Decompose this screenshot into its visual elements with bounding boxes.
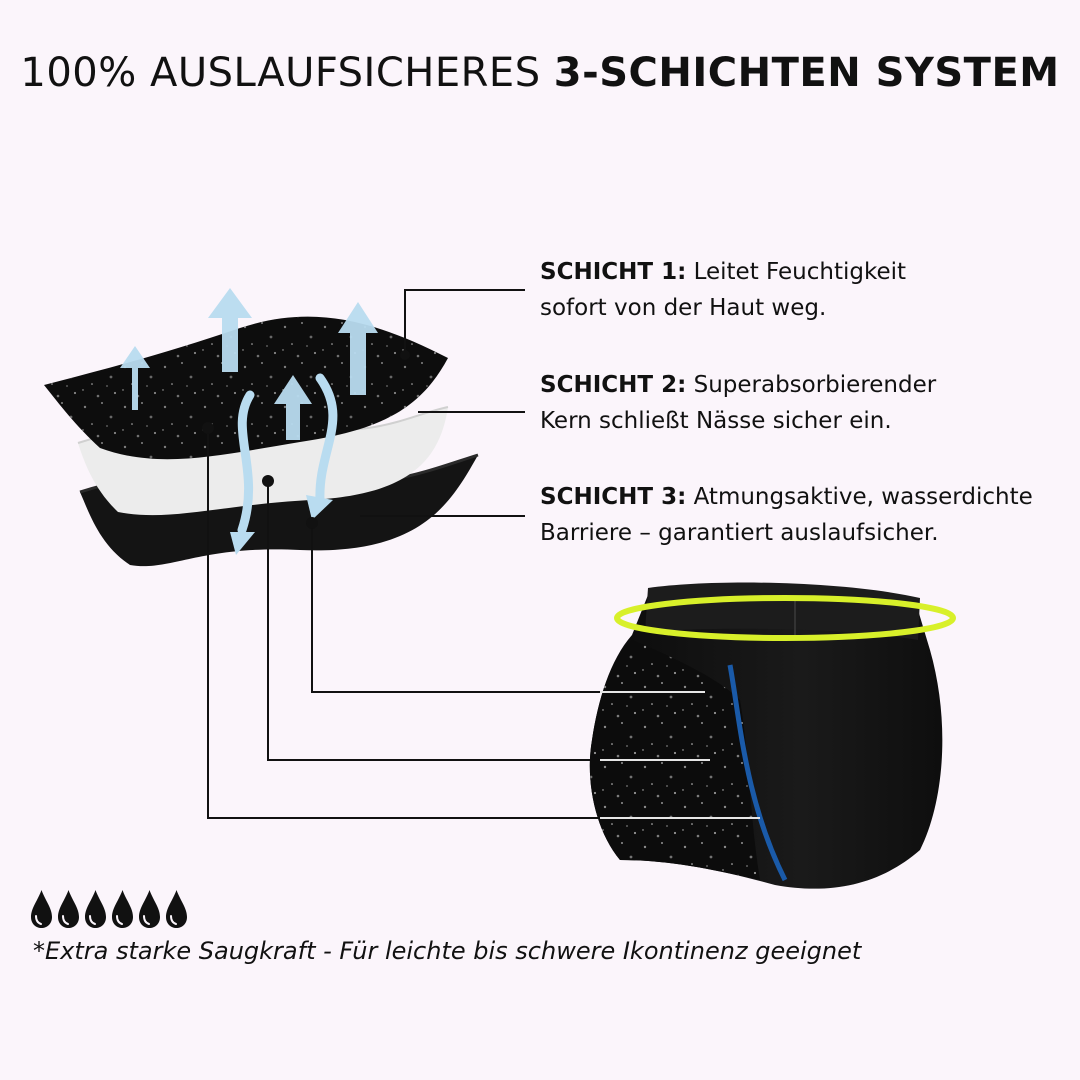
drop-icon: [139, 890, 160, 928]
layer-3-line2: Barriere – garantiert auslaufsicher.: [540, 520, 939, 546]
layer-1-head: SCHICHT 1:: [540, 259, 687, 285]
layer-1-line2: sofort von der Haut weg.: [540, 295, 827, 321]
waistband-ring: [614, 595, 956, 641]
layer-1-line1: Leitet Feuchtigkeit: [686, 259, 907, 285]
layer-3-head: SCHICHT 3:: [540, 484, 687, 510]
layer-2-line1: Superabsorbierender: [686, 372, 937, 398]
brief-illustration: [589, 582, 956, 889]
drop-icon: [58, 890, 79, 928]
layer-2-head: SCHICHT 2:: [540, 372, 687, 398]
drop-icon: [31, 890, 52, 928]
title-light: 100% AUSLAUFSICHERES: [20, 50, 554, 96]
footnote: *Extra starke Saugkraft - Für leichte bi…: [33, 937, 862, 965]
title-bold: 3-SCHICHTEN SYSTEM: [553, 50, 1060, 96]
drop-icon: [166, 890, 187, 928]
drop-icon: [85, 890, 106, 928]
up-arrow-icon: [120, 288, 378, 440]
drop-icon: [112, 890, 133, 928]
absorbency-drops: [28, 888, 190, 930]
layer-2-line2: Kern schließt Nässe sicher ein.: [540, 408, 892, 434]
wave-arrow-icon: [237, 373, 338, 535]
page-title: 100% AUSLAUFSICHERES 3-SCHICHTEN SYSTEM: [0, 50, 1080, 96]
layer-3-line1: Atmungsaktive, wasserdichte: [686, 484, 1033, 510]
layer-3-description: SCHICHT 3: Atmungsaktive, wasserdichte B…: [540, 479, 1070, 551]
layer-2-description: SCHICHT 2: Superabsorbierender Kern schl…: [540, 367, 1070, 439]
layer-1-description: SCHICHT 1: Leitet Feuchtigkeit sofort vo…: [540, 254, 1070, 326]
